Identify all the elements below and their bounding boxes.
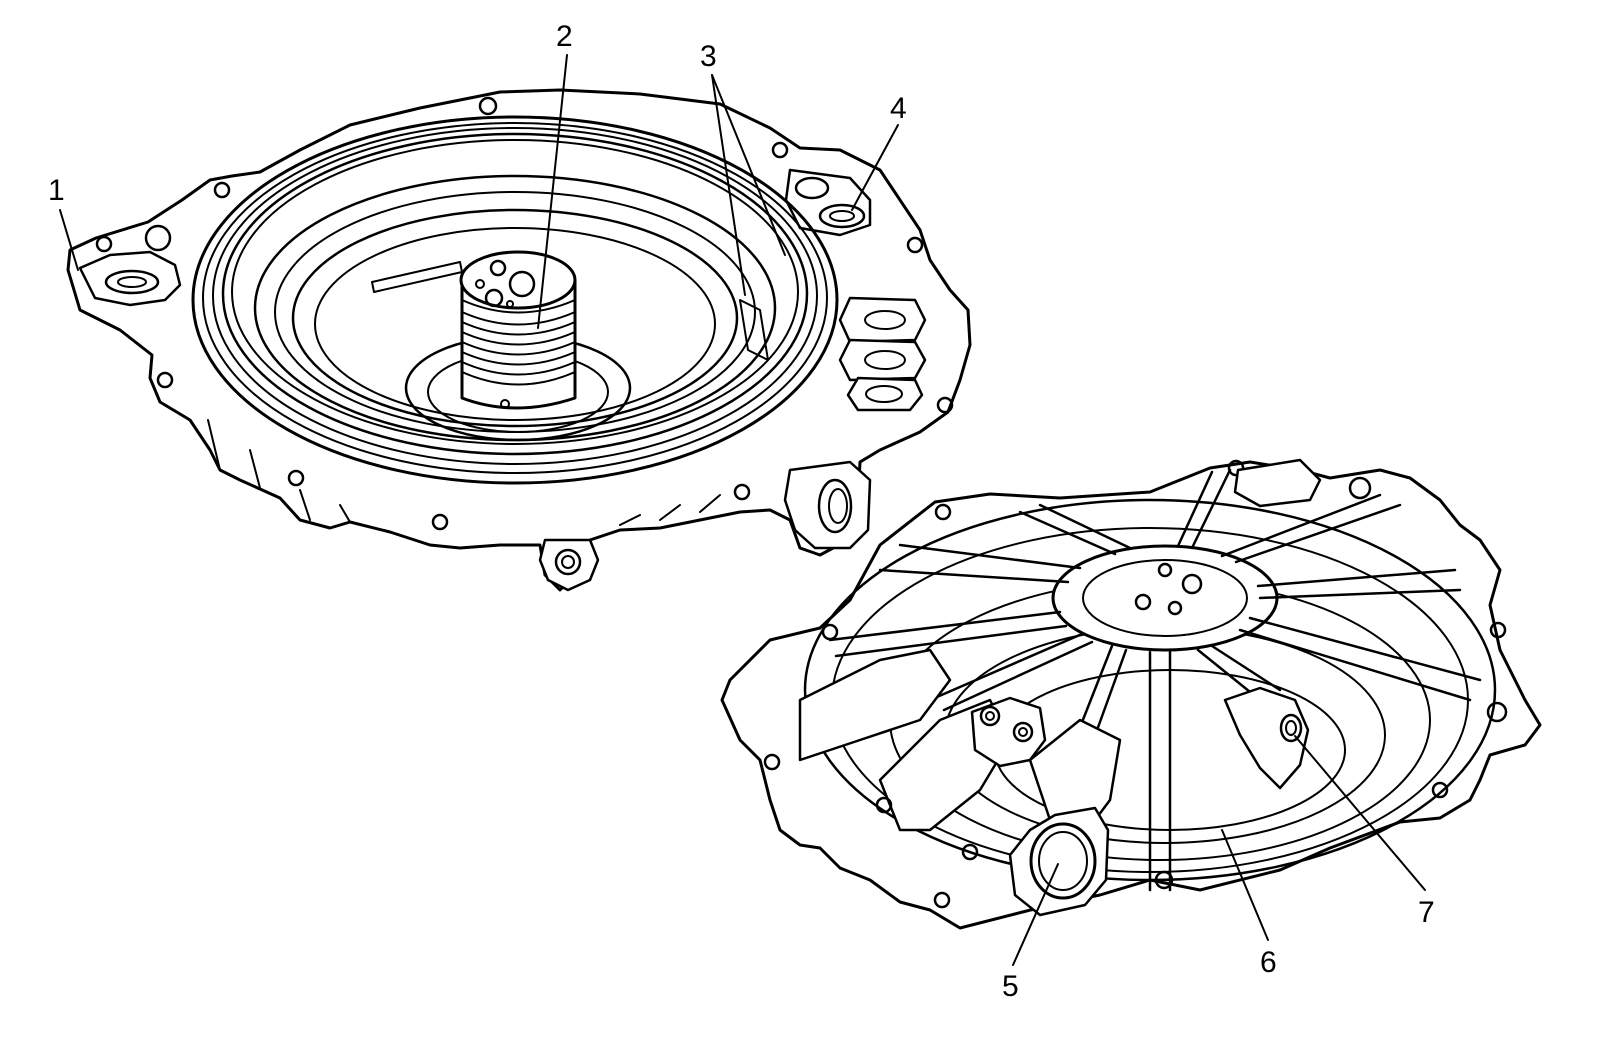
cover-center-hub <box>1051 544 1279 652</box>
leader-2 <box>537 54 568 329</box>
bolt-hole <box>287 469 305 487</box>
cover-bore <box>1029 822 1097 900</box>
cover-pin-hole <box>1279 713 1303 743</box>
cover-radial-ribs <box>828 468 1482 892</box>
left-ear-slot <box>104 269 160 295</box>
callout-5: 5 <box>1002 970 1019 1003</box>
hub-shaft <box>459 250 577 410</box>
side-boss-bore <box>817 478 853 534</box>
leader-3b <box>711 74 786 256</box>
bolt-hole <box>478 96 498 116</box>
callout-7: 7 <box>1418 896 1435 929</box>
bolt-hole <box>936 396 954 414</box>
housing-underside-ribs <box>207 419 721 526</box>
cover-center-hub-inner <box>1082 559 1248 637</box>
housing-side-boss <box>783 460 872 550</box>
cover-pin-boss <box>1223 686 1310 790</box>
cover-bore-inner <box>1038 831 1088 891</box>
bolt-hole <box>213 181 231 199</box>
callout-labels: 1 2 3 4 5 6 7 <box>48 20 1435 1003</box>
housing-bottom-boss <box>538 538 600 592</box>
cover-connector <box>1233 458 1322 508</box>
bottom-boss-bore <box>554 548 582 576</box>
housing-right-ports <box>784 168 927 412</box>
bottom-boss-bore-inner <box>561 555 575 569</box>
bolt-hole <box>156 371 174 389</box>
callout-4: 4 <box>890 92 907 125</box>
cover-pin-hole-inner <box>1285 720 1297 736</box>
cover-bolt-holes <box>763 459 1508 909</box>
leader-6 <box>1221 829 1269 941</box>
side-boss-bore-inner <box>828 488 848 524</box>
leader-3a <box>711 74 746 296</box>
outer-seal-ring <box>191 115 839 485</box>
leader-7 <box>1294 735 1426 891</box>
leader-lines <box>59 54 1426 966</box>
bolt-hole <box>95 235 113 253</box>
bolt-hole <box>906 236 924 254</box>
callout-1: 1 <box>48 174 65 207</box>
leader-4 <box>851 124 899 211</box>
cover-bracket <box>970 696 1047 768</box>
bolt-hole <box>733 483 751 501</box>
bolt-hole <box>771 141 789 159</box>
leader-5 <box>1012 863 1059 966</box>
housing-assembly <box>66 88 972 592</box>
leader-1 <box>59 209 79 271</box>
left-ear-slot-inner <box>117 276 147 288</box>
cover-channel-left <box>798 648 952 762</box>
bolt-hole <box>431 513 449 531</box>
callout-6: 6 <box>1260 946 1277 979</box>
callout-2: 2 <box>556 20 573 53</box>
housing-left-ear <box>78 250 182 307</box>
callout-3: 3 <box>700 40 717 73</box>
bolt-hole <box>144 224 172 252</box>
ribbed-cover <box>720 458 1542 930</box>
